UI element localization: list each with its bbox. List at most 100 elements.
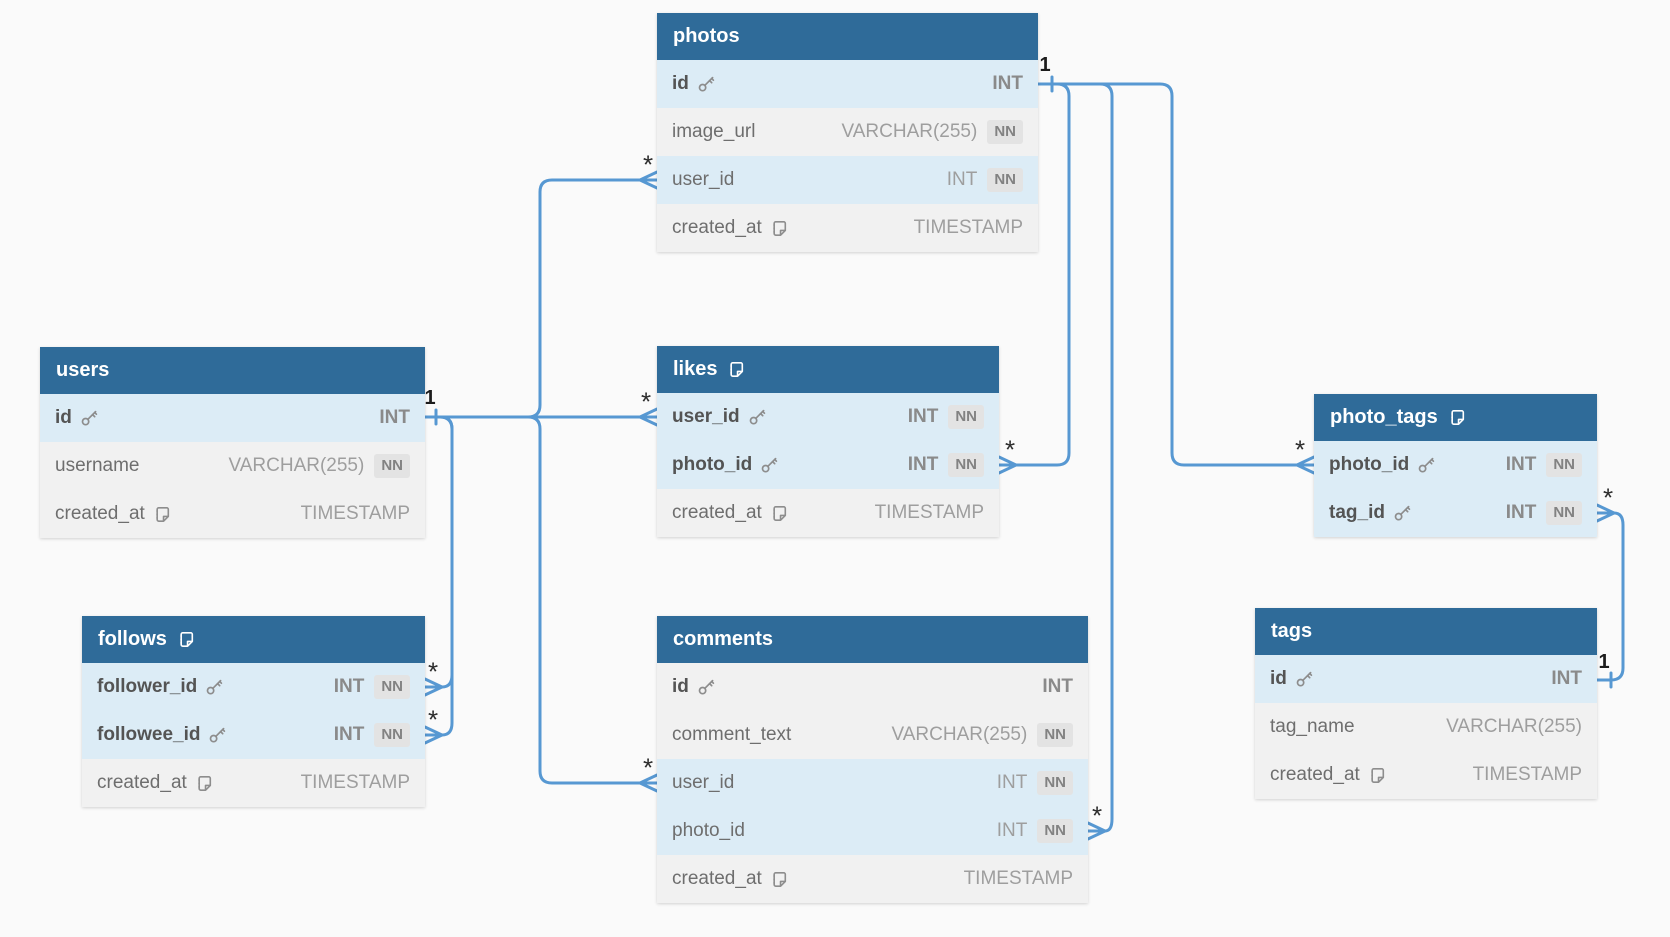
column-type: INT bbox=[907, 406, 939, 427]
column-name: photo_id bbox=[1329, 454, 1410, 475]
table-header-tags[interactable]: tags bbox=[1255, 608, 1597, 655]
column-type: INT bbox=[1551, 668, 1582, 689]
column-name: tag_id bbox=[1329, 502, 1385, 523]
column-type: INT bbox=[996, 772, 1028, 793]
nn-badge: NN bbox=[948, 404, 984, 430]
column-type: INT bbox=[1505, 502, 1537, 523]
column-name: id bbox=[1270, 668, 1287, 689]
column-name: created_at bbox=[1270, 764, 1360, 785]
key-icon bbox=[80, 408, 100, 428]
cardinality-many-label: * bbox=[427, 656, 439, 687]
relationship-users-id--likes-user_id bbox=[423, 407, 659, 427]
cardinality-many-label: * bbox=[1091, 800, 1103, 831]
key-icon bbox=[697, 677, 717, 697]
column-type: INT bbox=[992, 73, 1023, 94]
row-photo_tags-tag_id: tag_id INT NN bbox=[1314, 489, 1597, 537]
row-tags-created_at: created_at TIMESTAMP bbox=[1255, 751, 1597, 799]
nn-badge: NN bbox=[987, 119, 1023, 145]
note-icon bbox=[770, 219, 789, 238]
note-icon bbox=[770, 504, 789, 523]
key-icon bbox=[760, 455, 780, 475]
note-icon bbox=[1448, 408, 1467, 427]
nn-badge: NN bbox=[374, 722, 410, 748]
nn-badge: NN bbox=[1546, 500, 1582, 526]
nn-badge: NN bbox=[1037, 818, 1073, 844]
key-icon bbox=[205, 677, 225, 697]
note-icon bbox=[195, 774, 214, 793]
column-type: VARCHAR(255) bbox=[228, 455, 365, 476]
table-title: photos bbox=[673, 25, 740, 47]
column-name: created_at bbox=[672, 502, 762, 523]
key-icon bbox=[1295, 669, 1315, 689]
column-name: id bbox=[672, 676, 689, 697]
key-icon bbox=[1417, 455, 1437, 475]
note-icon bbox=[177, 630, 196, 649]
column-type: TIMESTAMP bbox=[1472, 764, 1582, 785]
nn-badge: NN bbox=[374, 674, 410, 700]
table-title: likes bbox=[673, 358, 718, 380]
cardinality-one-label: 1 bbox=[1598, 651, 1610, 673]
column-type: INT bbox=[1505, 454, 1537, 475]
table-header-photo_tags[interactable]: photo_tags bbox=[1314, 394, 1597, 441]
column-name: created_at bbox=[672, 868, 762, 889]
cardinality-many-label: * bbox=[1602, 482, 1614, 513]
column-name: user_id bbox=[672, 772, 735, 793]
column-name: tag_name bbox=[1270, 716, 1355, 737]
column-name: created_at bbox=[55, 503, 145, 524]
table-header-comments[interactable]: comments bbox=[657, 616, 1088, 663]
row-tags-id: id INT bbox=[1255, 655, 1597, 703]
table-header-follows[interactable]: follows bbox=[82, 616, 425, 663]
table-header-photos[interactable]: photos bbox=[657, 13, 1038, 60]
key-icon bbox=[748, 407, 768, 427]
column-type: INT bbox=[379, 407, 410, 428]
table-title: photo_tags bbox=[1330, 406, 1438, 428]
note-icon bbox=[727, 360, 746, 379]
column-type: VARCHAR(255) bbox=[1446, 716, 1582, 737]
column-type: INT bbox=[946, 169, 978, 190]
key-icon bbox=[697, 74, 717, 94]
table-title: users bbox=[56, 359, 110, 381]
column-type: VARCHAR(255) bbox=[841, 121, 978, 142]
table-tags[interactable]: tags id INT tag_name VARCHAR(255) created_at T… bbox=[1255, 608, 1597, 799]
nn-badge: NN bbox=[1037, 770, 1073, 796]
column-type: INT bbox=[907, 454, 939, 475]
cardinality-one-label: 1 bbox=[424, 387, 436, 409]
cardinality-many-label: * bbox=[642, 752, 654, 783]
column-name: follower_id bbox=[97, 676, 198, 697]
nn-badge: NN bbox=[948, 452, 984, 478]
cardinality-many-label: * bbox=[1004, 434, 1016, 465]
table-header-users[interactable]: users bbox=[40, 347, 425, 394]
column-name: user_id bbox=[672, 406, 740, 427]
row-likes-user_id: user_id INT NN bbox=[657, 393, 999, 441]
column-type: TIMESTAMP bbox=[913, 217, 1023, 238]
note-icon bbox=[1368, 766, 1387, 785]
table-title: comments bbox=[673, 628, 774, 650]
column-type: INT bbox=[996, 820, 1028, 841]
table-header-likes[interactable]: likes bbox=[657, 346, 999, 393]
column-name: created_at bbox=[97, 772, 187, 793]
column-type: INT bbox=[1042, 676, 1073, 697]
cardinality-one-label: 1 bbox=[1039, 54, 1051, 76]
column-type: INT bbox=[333, 724, 365, 745]
note-icon bbox=[770, 870, 789, 889]
